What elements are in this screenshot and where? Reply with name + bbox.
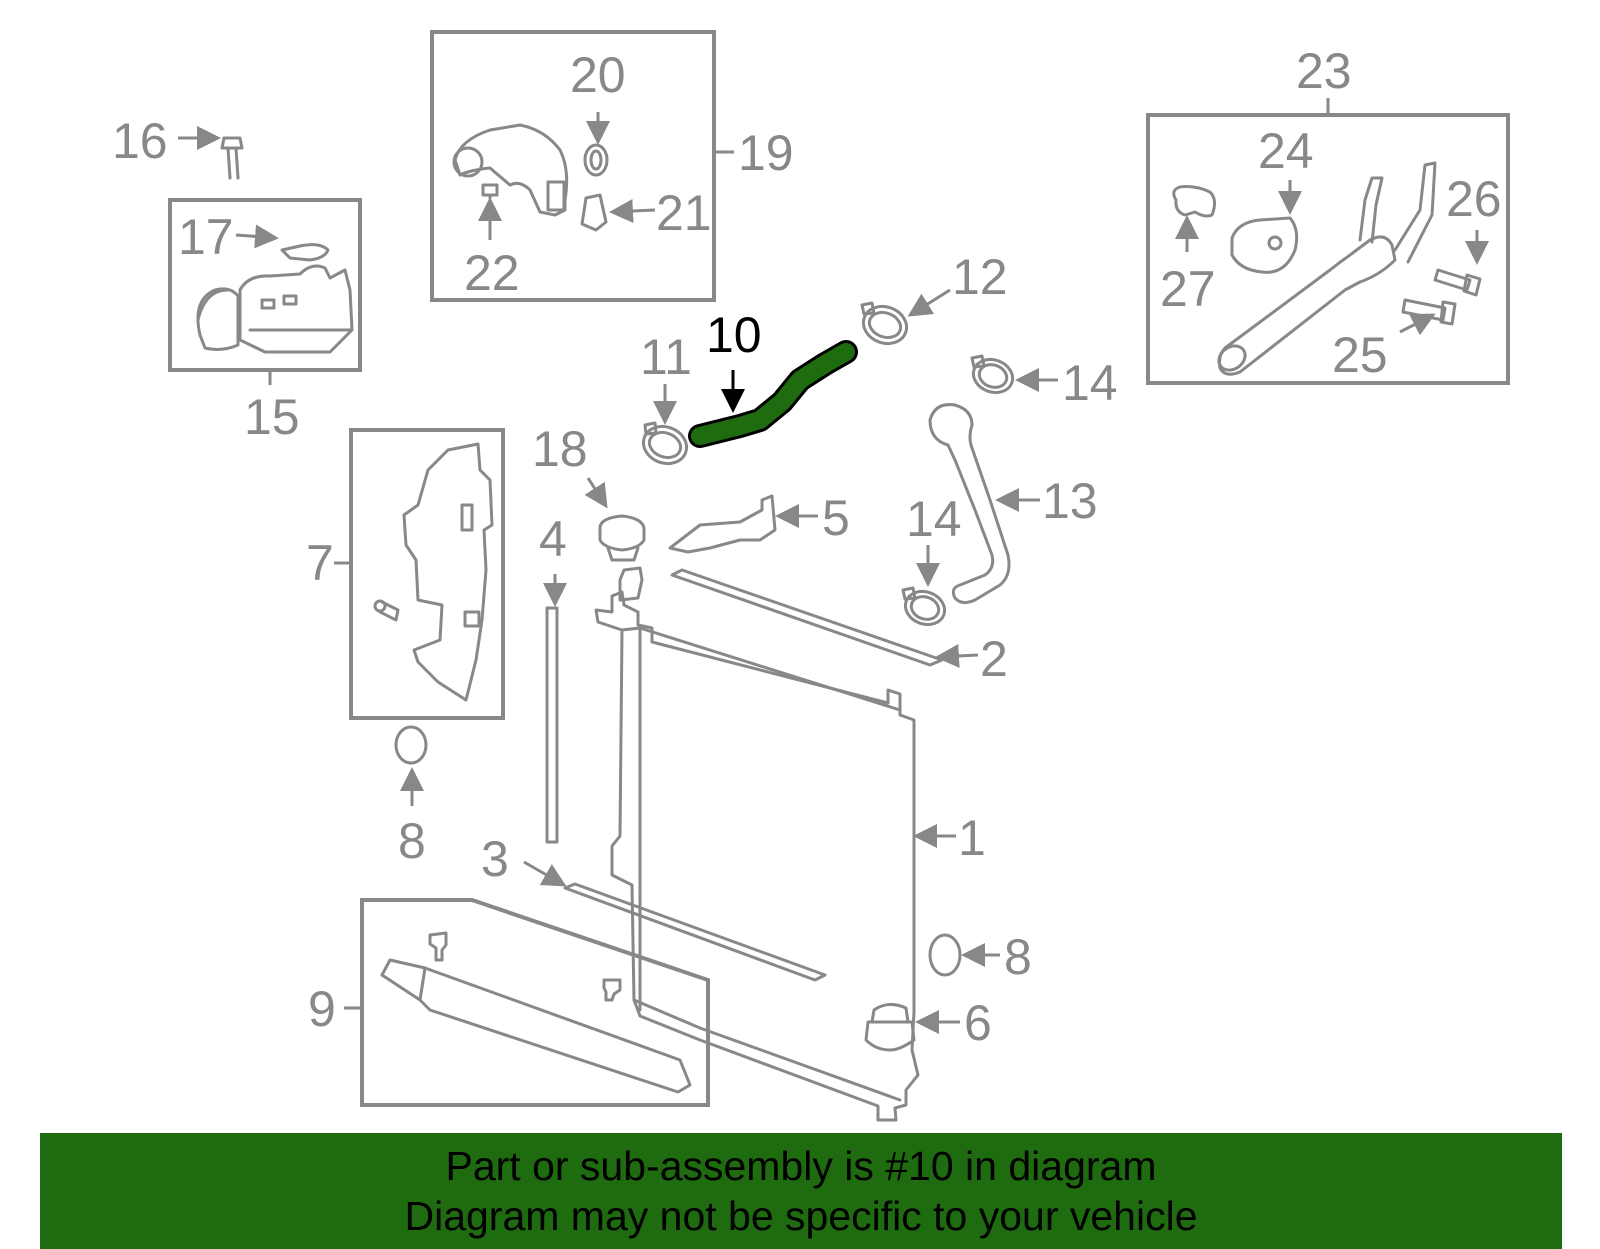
group-box-9	[360, 898, 710, 1107]
label-16: 16	[112, 113, 168, 169]
air-baffle-part	[373, 442, 494, 702]
label-13: 13	[1042, 473, 1098, 529]
label-6: 6	[964, 995, 992, 1051]
label-19: 19	[738, 125, 794, 181]
seal-4-part	[545, 606, 559, 844]
coolant-reservoir-part	[196, 243, 354, 354]
label-8-right: 8	[1004, 929, 1032, 985]
label-7: 7	[306, 535, 334, 591]
clamp-14-lower-part	[901, 586, 947, 627]
radiator-cap-part	[598, 514, 646, 562]
label-22: 22	[464, 245, 520, 301]
banner-line-2: Diagram may not be specific to your vehi…	[404, 1193, 1198, 1239]
label-15: 15	[244, 389, 300, 445]
group-box-19	[430, 30, 716, 302]
label-14-lower: 14	[906, 491, 962, 547]
label-4: 4	[539, 511, 567, 567]
clamp-14-upper-part	[970, 354, 1015, 395]
leader-lines	[178, 98, 1489, 1034]
label-17: 17	[178, 209, 234, 265]
lower-hose-13-part	[928, 403, 1011, 605]
label-24: 24	[1258, 123, 1314, 179]
lower-seal-3-part	[563, 882, 827, 982]
cushion-6-part	[864, 1003, 916, 1052]
label-20: 20	[570, 47, 626, 103]
gasket-21-part	[580, 193, 608, 232]
clamp-12-part	[860, 301, 909, 346]
group-box-23	[1146, 113, 1510, 385]
info-banner: Part or sub-assembly is #10 in diagram D…	[40, 1133, 1562, 1249]
label-11: 11	[640, 329, 692, 385]
label-18: 18	[532, 421, 588, 477]
label-10-highlighted: 10	[706, 307, 762, 363]
water-outlet-assembly	[1172, 161, 1437, 376]
label-21: 21	[656, 185, 712, 241]
bolt-26-part	[1433, 268, 1482, 297]
bracket-5-part	[668, 494, 777, 554]
label-27: 27	[1160, 261, 1216, 317]
banner-line-1: Part or sub-assembly is #10 in diagram	[445, 1143, 1157, 1189]
oring-8-left-part	[394, 725, 428, 765]
label-1: 1	[958, 810, 986, 866]
group-box-7	[349, 428, 505, 720]
label-8-left: 8	[398, 813, 426, 869]
gasket-20-part	[583, 143, 609, 177]
bolt-25-part	[1401, 298, 1457, 326]
label-3: 3	[481, 831, 509, 887]
label-25: 25	[1332, 327, 1388, 383]
label-23: 23	[1296, 43, 1352, 99]
lower-deflector-9-part	[380, 931, 692, 1094]
bolt-16-part	[220, 136, 244, 180]
label-5: 5	[822, 490, 850, 546]
upper-hose-10-highlighted-part	[688, 340, 858, 448]
label-12: 12	[952, 249, 1008, 305]
group-box-15	[168, 198, 362, 372]
oring-8-right-part	[928, 933, 962, 977]
clamp-11-part	[641, 421, 689, 466]
label-9: 9	[308, 981, 336, 1037]
label-26: 26	[1446, 171, 1502, 227]
radiator-part	[594, 566, 920, 1122]
label-2: 2	[980, 631, 1008, 687]
label-14-upper: 14	[1062, 355, 1118, 411]
thermostat-housing-part	[452, 123, 569, 217]
